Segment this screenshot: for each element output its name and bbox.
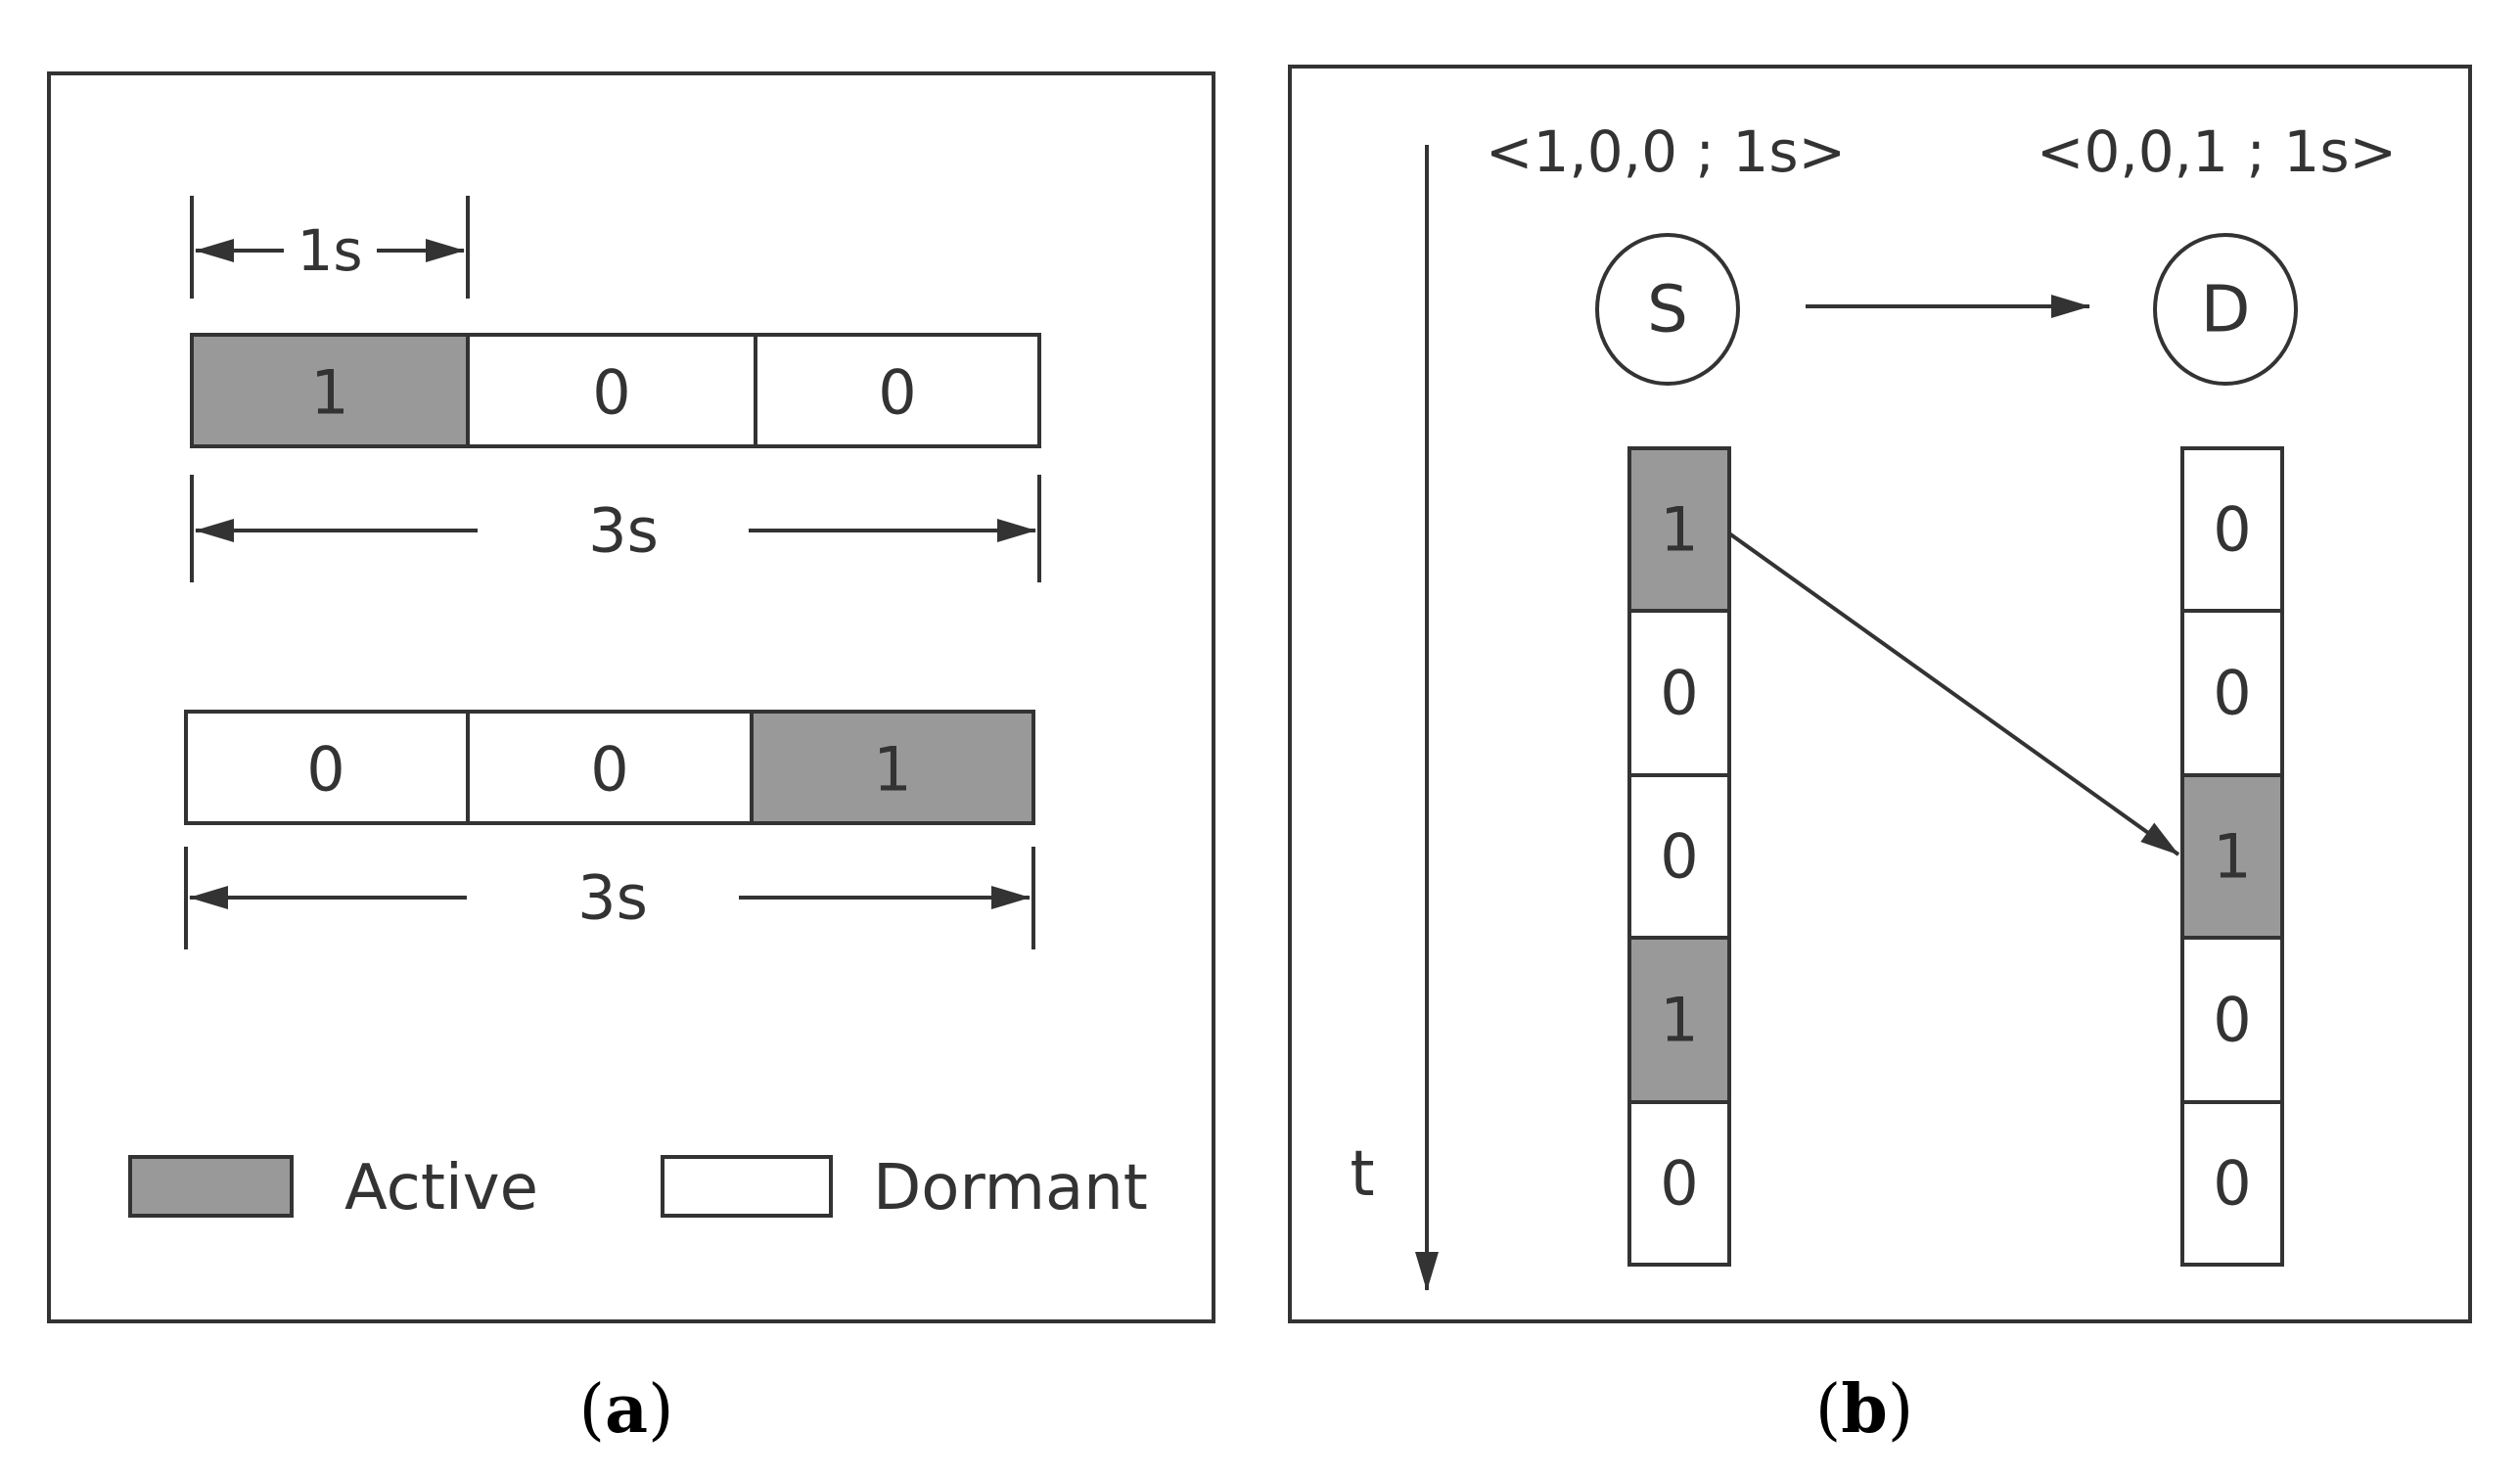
- transmission-arrow: [1727, 531, 2180, 856]
- row2-cell-3-label: 1: [873, 734, 911, 806]
- destination-cell-5: [2180, 1100, 2284, 1267]
- source-cell-3-label: 0: [1660, 821, 1698, 893]
- destination-node-label: D: [2201, 272, 2251, 347]
- destination-cell-2: [2180, 609, 2284, 777]
- panel-a-caption: (a): [578, 1370, 673, 1449]
- legend-active-swatch: [128, 1155, 294, 1218]
- destination-cell-2-label: 0: [2213, 658, 2251, 729]
- source-cell-3: [1627, 773, 1731, 940]
- destination-schedule-column: 0 0 1 0 0: [2180, 446, 2284, 1267]
- slot-width-indicator: 1s: [190, 196, 470, 299]
- destination-node: D: [2153, 233, 2298, 386]
- row2-span-indicator: 3s: [184, 847, 1035, 949]
- source-cell-1-label: 1: [1660, 494, 1698, 566]
- row1-cell-2: [466, 333, 757, 448]
- row2-cell-3: [750, 710, 1035, 825]
- destination-cell-1-label: 0: [2213, 494, 2251, 566]
- panel-a: 1s 1 0 0 3s 0 0 1: [47, 71, 1215, 1323]
- source-cell-4-label: 1: [1660, 985, 1698, 1056]
- destination-cell-4-label: 0: [2213, 985, 2251, 1056]
- destination-cell-1: [2180, 446, 2284, 613]
- source-cell-5-label: 0: [1660, 1148, 1698, 1220]
- row2-cell-1-label: 0: [306, 734, 344, 806]
- destination-cell-3-label: 1: [2213, 821, 2251, 893]
- legend-dormant-label: Dormant: [873, 1152, 1148, 1224]
- row1-span-indicator: 3s: [190, 475, 1041, 582]
- destination-schedule-label: <0,0,1 ; 1s>: [2037, 118, 2397, 185]
- row1-cell-3: [754, 333, 1041, 448]
- slot-width-label: 1s: [297, 217, 362, 284]
- source-node: S: [1595, 233, 1740, 386]
- source-schedule-label: <1,0,0 ; 1s>: [1486, 118, 1846, 185]
- panel-b: t <1,0,0 ; 1s> <0,0,1 ; 1s> S D 1 0 0 1 …: [1288, 65, 2472, 1323]
- destination-cell-5-label: 0: [2213, 1148, 2251, 1220]
- panel-a-frame: [47, 71, 1215, 1323]
- source-node-label: S: [1647, 272, 1688, 347]
- schedule-row-1: 1 0 0: [190, 333, 1041, 448]
- row1-cell-3-label: 0: [878, 357, 916, 429]
- row1-cell-1-label: 1: [310, 357, 348, 429]
- destination-cell-4: [2180, 936, 2284, 1104]
- row1-span-label: 3s: [588, 495, 659, 567]
- legend: Active Dormant: [128, 1152, 1148, 1224]
- source-node-circle: [1595, 233, 1740, 386]
- time-axis-label: t: [1350, 1138, 1374, 1211]
- row1-cell-2-label: 0: [592, 357, 630, 429]
- panel-b-caption: (b): [1815, 1370, 1914, 1449]
- legend-active-label: Active: [344, 1152, 538, 1224]
- destination-node-circle: [2153, 233, 2298, 386]
- source-cell-5: [1627, 1100, 1731, 1267]
- source-cell-2: [1627, 609, 1731, 777]
- source-cell-2-label: 0: [1660, 658, 1698, 729]
- legend-dormant-swatch: [661, 1155, 833, 1218]
- row2-cell-2-label: 0: [590, 734, 628, 806]
- destination-cell-3: [2180, 773, 2284, 940]
- row2-span-label: 3s: [577, 862, 648, 934]
- source-cell-1: [1627, 446, 1731, 613]
- source-schedule-column: 1 0 0 1 0: [1627, 446, 1731, 1267]
- schedule-row-2: 0 0 1: [184, 710, 1035, 825]
- row1-cell-1: [190, 333, 470, 448]
- panel-b-frame: [1288, 65, 2472, 1323]
